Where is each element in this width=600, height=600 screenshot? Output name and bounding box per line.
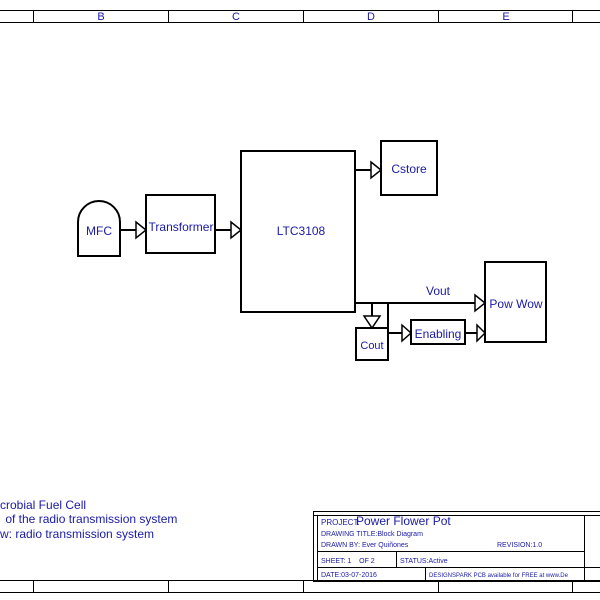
column-label-e: E bbox=[502, 11, 509, 23]
drawing-title: DRAWING TITLE:Block Diagram bbox=[321, 531, 423, 538]
arrow-to-cstore bbox=[370, 160, 383, 180]
note-line-3: w: radio transmission system bbox=[0, 527, 154, 541]
mfc-label: MFC bbox=[86, 224, 112, 238]
column-label-d: D bbox=[367, 11, 375, 23]
ltc3108-block[interactable] bbox=[240, 150, 356, 313]
arrow-to-enabling bbox=[401, 323, 413, 343]
transformer-label: Transformer bbox=[149, 220, 214, 234]
powwow-label: Pow Wow bbox=[489, 297, 542, 311]
cout-label: Cout bbox=[360, 340, 383, 352]
arrow-to-powwow bbox=[474, 293, 487, 313]
arrow-enabling-to-powwow bbox=[476, 323, 487, 343]
vout-label: Vout bbox=[426, 284, 451, 298]
arrow-to-cout bbox=[362, 315, 382, 330]
title-block-frame bbox=[313, 511, 600, 582]
sheet-number: SHEET: 1 OF 2 bbox=[321, 558, 375, 565]
column-label-c: C bbox=[232, 11, 240, 23]
project-label: PROJECT: bbox=[321, 518, 360, 527]
sheet-border bbox=[0, 10, 600, 593]
transformer-block[interactable] bbox=[145, 194, 216, 254]
enabling-label: Enabling bbox=[415, 327, 462, 341]
arrow-to-transformer bbox=[135, 220, 148, 240]
cstore-block[interactable] bbox=[380, 140, 438, 196]
designspark-footer: DESIGNSPARK PCB available for FREE at ww… bbox=[429, 573, 569, 579]
date: DATE:03-07-2016 bbox=[321, 572, 377, 579]
cstore-label: Cstore bbox=[391, 162, 427, 176]
drawn-by: DRAWN BY: Ever Quiñones bbox=[321, 542, 409, 549]
mfc-block[interactable] bbox=[77, 200, 121, 257]
status: STATUS:Active bbox=[400, 558, 448, 565]
wires bbox=[120, 169, 477, 334]
note-line-1: crobial Fuel Cell bbox=[0, 498, 86, 512]
powwow-block[interactable] bbox=[484, 261, 547, 343]
column-label-b: B bbox=[97, 11, 104, 23]
revision: REVISION:1.0 bbox=[497, 542, 542, 549]
note-line-2: of the radio transmission system bbox=[2, 512, 177, 526]
ltc3108-label: LTC3108 bbox=[277, 224, 326, 238]
arrow-to-ltc3108 bbox=[230, 220, 243, 240]
arrowheads bbox=[135, 160, 487, 343]
project-value: Power Flower Pot bbox=[356, 514, 451, 528]
